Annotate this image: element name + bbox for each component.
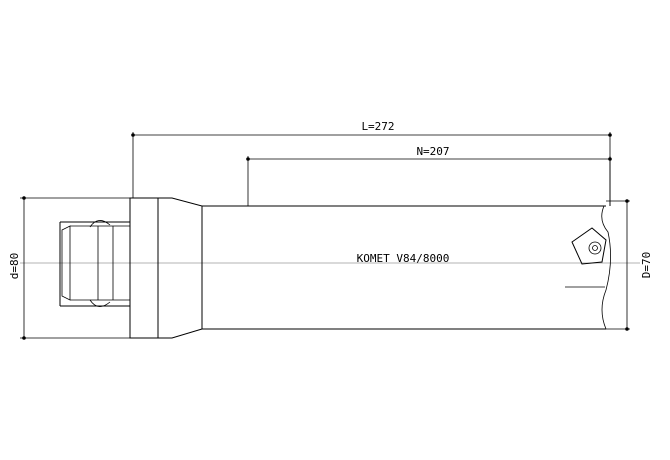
flange bbox=[129, 197, 203, 339]
body-inscription: KOMET V84/8000 bbox=[357, 252, 450, 265]
dimension-shank-diameter: d=80 bbox=[8, 196, 130, 340]
body-length-label: N=207 bbox=[416, 145, 449, 158]
cutting-insert-icon bbox=[571, 227, 607, 265]
overall-length-label: L=272 bbox=[361, 120, 394, 133]
shank bbox=[59, 220, 131, 307]
boring-bar-body bbox=[202, 205, 611, 330]
shank-diameter-label: d=80 bbox=[8, 253, 21, 280]
dimension-overall-length: L=272 bbox=[131, 120, 612, 206]
bore-diameter-label: D=70 bbox=[640, 252, 653, 279]
dimension-bore-diameter: D=70 bbox=[606, 199, 653, 331]
dimension-body-length: N=207 bbox=[246, 145, 612, 206]
